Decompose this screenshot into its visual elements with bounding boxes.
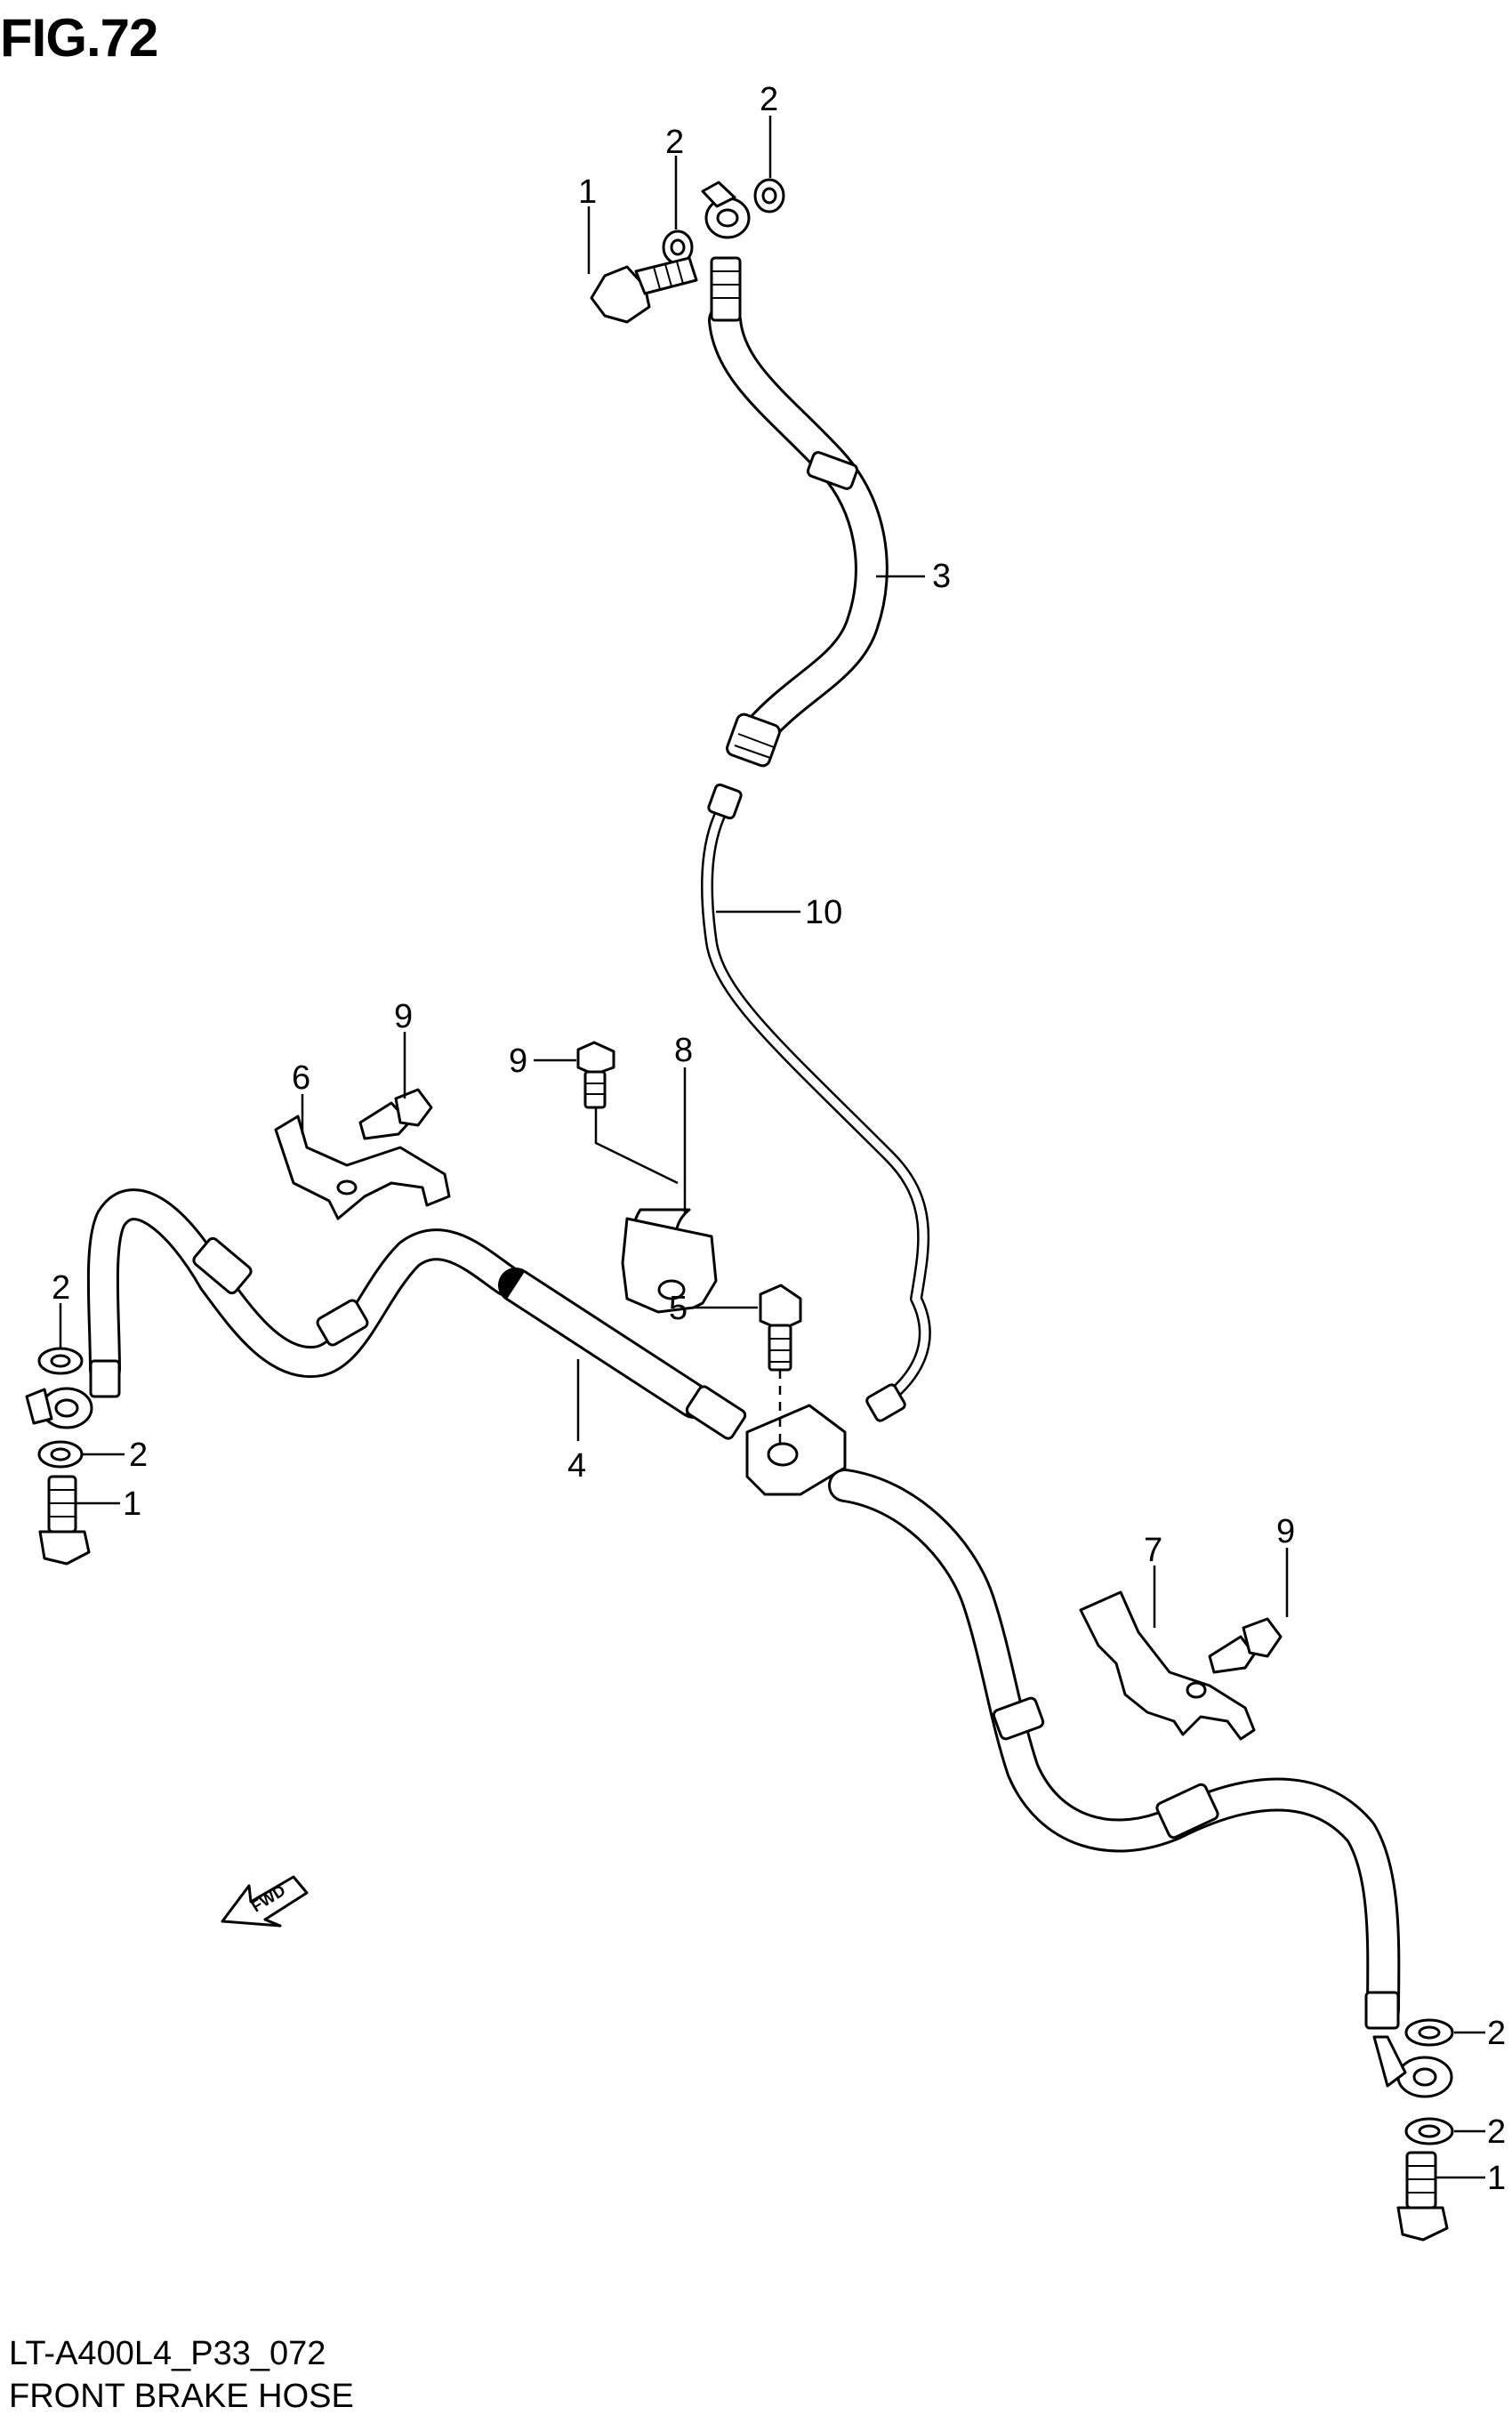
callout-right-washer-upper: 2 <box>1487 2015 1506 2052</box>
callout-brake-pipe: 10 <box>805 894 842 931</box>
callout-left-washer-upper: 2 <box>52 1269 70 1307</box>
right-union-bolt <box>1396 2151 1449 2242</box>
left-banjo-fitting <box>25 1387 93 1429</box>
diagram-caption: FRONT BRAKE HOSE <box>9 2378 354 2415</box>
callout-left-union-bolt: 1 <box>123 1485 141 1523</box>
callout-upper-hose: 3 <box>932 558 951 595</box>
right-brake-hose <box>828 1469 1401 2030</box>
right-bracket-bolt <box>1208 1617 1283 1674</box>
callout-clamp-bolt: 9 <box>509 1042 527 1080</box>
callout-top-bolt: 1 <box>578 173 597 211</box>
left-union-bolt <box>38 1475 91 1566</box>
diagram-code: LT-A400L4_P33_072 <box>9 2335 326 2372</box>
center-brake-hose <box>498 1268 747 1440</box>
left-brake-hose <box>86 1188 523 1398</box>
callout-left-washer-lower: 2 <box>129 1437 148 1474</box>
callout-right-bracket: 7 <box>1144 1532 1162 1569</box>
hose-joint <box>745 1404 847 1496</box>
callout-center-hose: 4 <box>567 1447 586 1485</box>
callout-top-washer-right: 2 <box>760 81 778 118</box>
callout-top-washer-left: 2 <box>665 124 684 161</box>
callout-joint-bolt: 5 <box>669 1290 688 1327</box>
upper-banjo-fitting <box>701 181 751 239</box>
figure-title: FIG.72 <box>0 8 158 68</box>
fwd-arrow-icon <box>221 1875 309 1928</box>
callout-right-bracket-bolt: 9 <box>1276 1513 1295 1550</box>
callout-right-washer-lower: 2 <box>1487 2113 1506 2151</box>
upper-brake-hose <box>708 256 889 768</box>
callout-left-bracket: 6 <box>292 1059 310 1097</box>
callout-right-union-bolt: 1 <box>1487 2160 1506 2197</box>
left-bracket <box>274 1115 451 1220</box>
clamp-bolt <box>576 1041 615 1109</box>
joint-bolt <box>759 1284 802 1372</box>
callout-left-bracket-bolt: 9 <box>394 998 413 1035</box>
top-union-bolt <box>590 256 698 324</box>
right-bracket <box>1079 1590 1256 1741</box>
callout-hose-clamp: 8 <box>674 1032 693 1069</box>
brake-pipe <box>701 783 931 1422</box>
right-banjo-fitting <box>1372 2035 1453 2098</box>
left-bracket-bolt <box>358 1088 433 1140</box>
